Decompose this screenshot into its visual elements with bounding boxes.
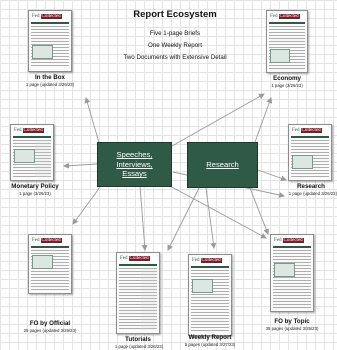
doc-chart-thumb <box>32 255 53 269</box>
label-weekly-report: Weekly Report <box>188 334 232 341</box>
subtitle-line-3: Two Documents with Extensive Detail <box>123 54 227 61</box>
label-fo-by-official: FO by Official <box>29 320 71 327</box>
doc-sidebar-column <box>35 140 51 177</box>
arrow-right-to-research <box>257 169 287 182</box>
label-in-the-box: In the Box <box>35 74 65 81</box>
diagram-title: Report Ecosystem <box>133 9 217 20</box>
arrow-to-fo-by-official <box>72 182 104 225</box>
doc-sidebar-column <box>141 268 157 330</box>
arrow-to-tutorials <box>139 185 148 251</box>
doc-chart-thumb <box>14 149 35 163</box>
doc-chart-thumb <box>292 155 313 169</box>
doc-rule <box>31 22 69 24</box>
doc-rule <box>269 22 305 24</box>
doc-rule <box>191 266 229 268</box>
doc-text-lines <box>273 250 311 308</box>
caption-weekly-report: 5 pages (updated 3/27/23) <box>184 342 236 347</box>
doc-rule <box>31 246 69 248</box>
arrow-right-to-tutorials <box>167 185 201 251</box>
doc-chart-thumb <box>270 49 290 63</box>
doc-rule <box>291 136 329 138</box>
caption-fo-by-official: 25 pages (updated 3/26/23) <box>23 328 77 333</box>
label-economy: Economy <box>273 75 301 82</box>
hub-speeches-interviews-essays[interactable]: Speeches, Interviews, Essays <box>97 142 172 187</box>
arrow-to-monetary-policy <box>63 162 98 169</box>
hub-speeches-link[interactable]: Speeches, Interviews, Essays <box>116 150 153 179</box>
subtitle-line-2: One Weekly Report <box>148 42 202 49</box>
label-research: Research <box>297 183 325 190</box>
caption-fo-by-topic: 35 pages (updated 3/26/23) <box>265 326 319 331</box>
doc-chart-thumb <box>192 279 213 293</box>
arrow-left-to-fo-by-topic <box>169 185 267 239</box>
subtitle-line-1: Five 1-page Briefs <box>149 30 201 37</box>
label-tutorials: Tutorials <box>125 336 151 343</box>
label-monetary-policy: Monetary Policy <box>11 183 59 190</box>
hub-research-link[interactable]: Research <box>206 160 239 170</box>
arrow-right-to-economy <box>254 97 273 143</box>
caption-monetary-policy: 1 page (3/26/23) <box>19 191 51 196</box>
caption-in-the-box: 1 page (updated 3/26/23) <box>25 82 75 87</box>
doc-rule <box>273 246 311 248</box>
doc-rule <box>119 264 157 266</box>
arrow-to-in-the-box <box>84 97 101 147</box>
arrow-left-to-economy <box>171 93 265 147</box>
doc-rule <box>13 136 51 138</box>
label-fo-by-topic: FO by Topic <box>274 318 310 325</box>
caption-tutorials: 1 page (updated 3/26/23) <box>114 344 164 349</box>
arrow-right-to-weekly-report <box>205 187 217 249</box>
doc-chart-thumb <box>274 263 295 277</box>
doc-chart-thumb <box>32 45 53 59</box>
caption-research: 1 page (updated 3/26/23) <box>288 191 337 196</box>
caption-economy: 1 page (3/26/23) <box>271 83 303 88</box>
hub-research[interactable]: Research <box>187 142 258 188</box>
